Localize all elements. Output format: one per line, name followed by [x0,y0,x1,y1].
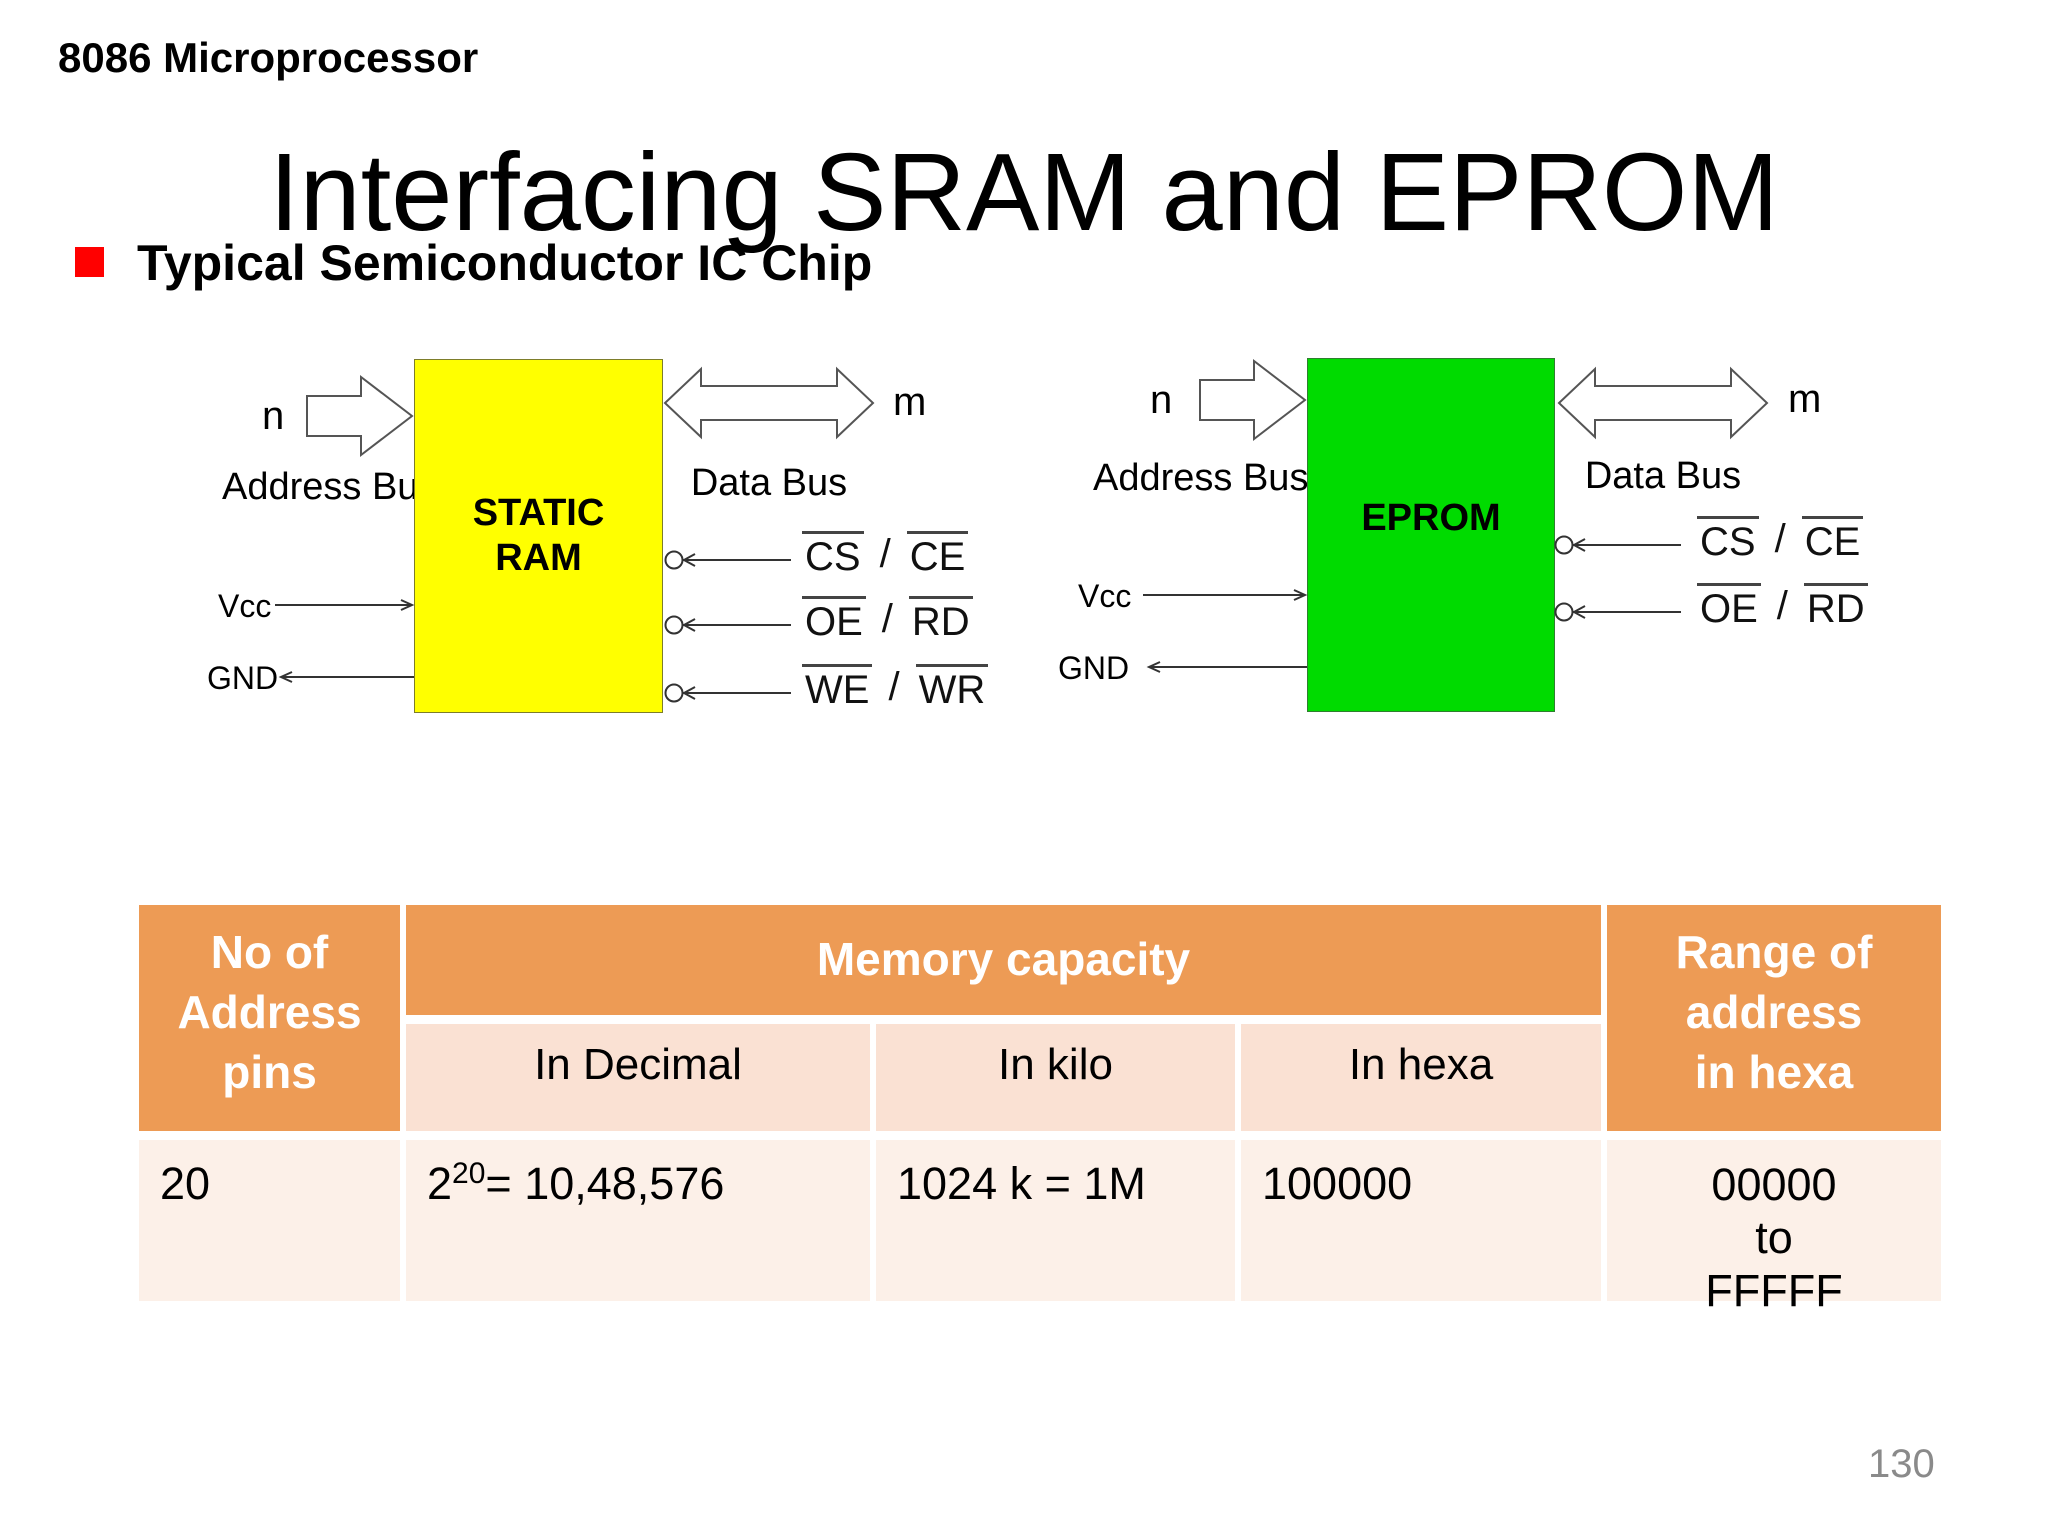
decimal-rest: = 10,48,576 [485,1158,725,1209]
range-start: 00000 [1711,1159,1837,1210]
eprom-rd-label: RD [1803,583,1868,629]
sram-gnd-label: GND [207,660,279,696]
table-cell-kilo: 1024 k = 1M [876,1140,1235,1301]
sram-signal-we-wr: WE / WR [802,664,989,710]
signal-separator: / [1776,584,1788,628]
sram-ce-label: CE [906,531,969,577]
eprom-chip-name: EPROM [1361,496,1501,539]
sram-gnd-line [278,671,414,683]
table-cell-hexa-value: 100000 [1262,1158,1413,1209]
sram-rd-label: RD [908,596,973,642]
sram-cs-label: CS [802,531,864,577]
sram-vcc-line [275,599,415,611]
table-cell-kilo-value: 1024 k = 1M [897,1158,1146,1209]
eprom-data-bus-arrow [1557,366,1769,440]
eprom-oe-label: OE [1697,583,1761,629]
decimal-exponent: 20 [452,1157,486,1190]
table-header-range-line1: Range of address [1675,926,1873,1038]
sram-address-width-label: n [262,394,285,438]
table-cell-hexa: 100000 [1241,1140,1601,1301]
table-header-range: Range of address in hexa [1607,905,1941,1131]
sram-chip-name-line2: RAM [495,537,582,579]
decimal-base: 2 [427,1158,453,1209]
slide-kicker: 8086 Microprocessor [58,34,479,81]
page-number: 130 [1868,1442,1935,1486]
eprom-vcc-label: Vcc [1078,578,1132,614]
table-cell-decimal-value: 220= 10,48,576 [427,1158,724,1210]
bullet-text: Typical Semiconductor IC Chip [137,235,873,291]
table-header-memory-capacity: Memory capacity [406,905,1601,1015]
table-header-memory-capacity-text: Memory capacity [816,933,1191,986]
eprom-data-bus-label: Data Bus [1584,455,1742,497]
table-subheader-kilo-text: In kilo [998,1040,1113,1089]
table-header-address-pins-line2: Address pins [177,985,362,1098]
sram-data-width-label: m [893,380,927,424]
eprom-signal-oe-rd: OE / RD [1697,583,1868,629]
memory-capacity-table: No of Address pins Memory capacity Range… [139,905,1941,1316]
eprom-signal-cs-ce: CS / CE [1697,516,1864,562]
table-cell-address-pins: 20 [139,1140,400,1301]
sram-oe-label: OE [802,596,866,642]
table-cell-address-pins-value: 20 [160,1158,211,1209]
eprom-gnd-line [1146,661,1307,673]
signal-separator: / [1774,517,1786,561]
table-cell-decimal: 220= 10,48,576 [406,1140,870,1301]
sram-chip-name-line1: STATIC [472,492,605,535]
eprom-cs-bubble-line [1554,535,1681,555]
sram-we-bubble-line [664,683,791,703]
signal-separator: / [881,597,893,641]
slide-title: Interfacing SRAM and EPROM [268,131,1780,254]
eprom-cs-label: CS [1697,516,1759,562]
table-subheader-decimal-text: In Decimal [534,1040,742,1089]
eprom-ce-label: CE [1801,516,1864,562]
sram-data-bus-arrow [663,366,875,440]
table-subheader-hexa: In hexa [1241,1024,1601,1131]
table-subheader-kilo: In kilo [876,1024,1235,1131]
bullet-square-icon [75,247,104,277]
sram-cs-bubble-line [664,550,791,570]
eprom-address-bus-label: Address Bus [1093,457,1309,499]
sram-data-bus-label: Data Bus [690,462,848,504]
table-header-address-pins: No of Address pins [139,905,400,1131]
table-cell-range: 00000 to FFFFF [1607,1140,1941,1316]
table-subheader-decimal: In Decimal [406,1024,870,1131]
range-to: to [1755,1212,1793,1264]
table-subheader-hexa-text: In hexa [1348,1040,1494,1089]
sram-address-bus-label: Address Bus [222,466,438,508]
sram-signal-oe-rd: OE / RD [802,596,973,642]
eprom-chip-box: EPROM [1307,358,1555,712]
sram-chip-box: STATIC RAM [414,359,663,713]
eprom-address-bus-arrow [1199,359,1307,441]
sram-we-label: WE [802,664,873,710]
sram-wr-label: WR [915,664,989,710]
eprom-gnd-label: GND [1058,650,1130,686]
table-header-range-line2: in hexa [1694,1045,1854,1098]
sram-address-bus-arrow [306,375,414,457]
eprom-address-width-label: n [1150,378,1173,422]
eprom-vcc-line [1143,589,1308,601]
sram-signal-cs-ce: CS / CE [802,531,969,577]
signal-separator: / [888,665,900,709]
eprom-data-width-label: m [1788,377,1822,421]
signal-separator: / [879,532,891,576]
table-header-address-pins-line1: No of [210,926,329,978]
eprom-oe-bubble-line [1554,602,1681,622]
range-end: FFFFF [1705,1265,1843,1317]
sram-vcc-label: Vcc [218,588,272,624]
sram-oe-bubble-line [664,615,791,635]
